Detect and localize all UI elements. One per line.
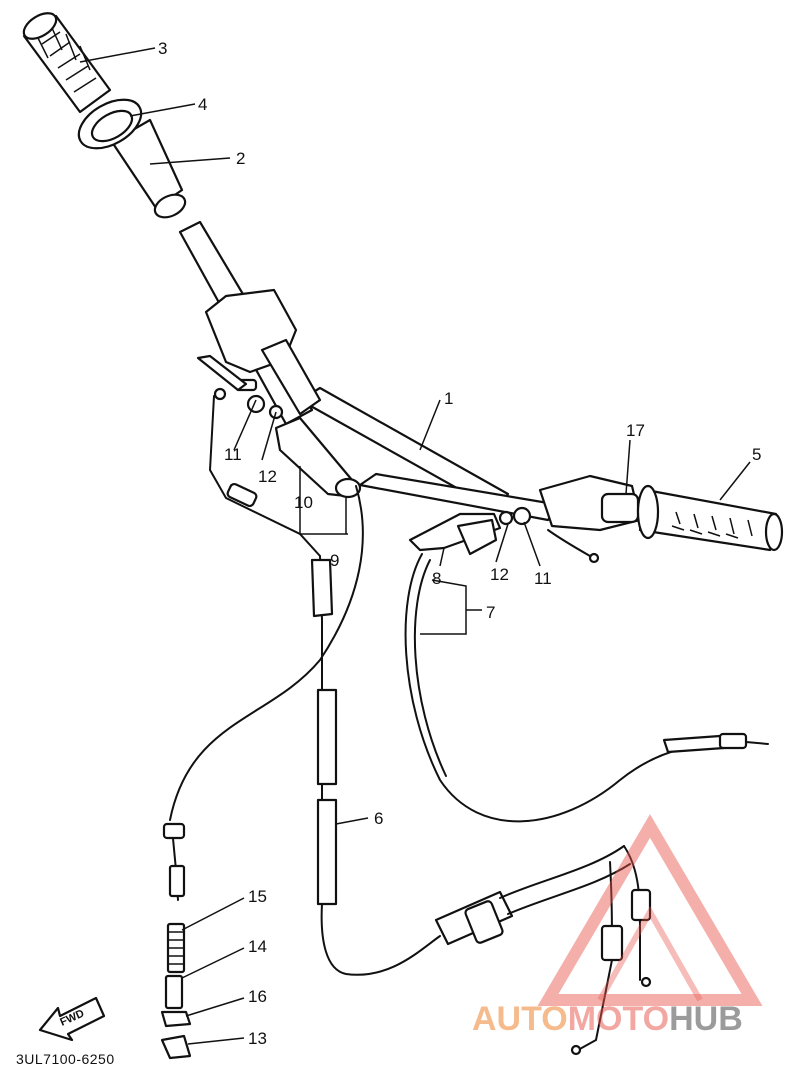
label-11-left: 11 <box>224 445 242 464</box>
watermark: AUTOMOTOHUB <box>472 814 763 1038</box>
grip-collar <box>77 98 143 150</box>
label-11-right: 11 <box>534 569 552 588</box>
label-12-right: 12 <box>490 565 509 584</box>
part-labels: 3 4 2 1 17 5 11 12 10 9 8 12 11 7 6 15 1… <box>158 39 761 1048</box>
label-12-left: 12 <box>258 467 277 486</box>
drawing-code: 3UL7100-6250 <box>16 1051 115 1067</box>
label-9: 9 <box>330 551 339 570</box>
label-5: 5 <box>752 445 761 464</box>
cable-end-parts <box>160 822 192 1060</box>
label-3: 3 <box>158 39 167 58</box>
label-4: 4 <box>198 95 207 114</box>
clutch-cable <box>208 387 338 906</box>
label-13: 13 <box>248 1029 267 1048</box>
right-grip <box>538 474 784 552</box>
fwd-arrow: FWD <box>38 996 106 1042</box>
label-1: 1 <box>444 389 453 408</box>
label-14: 14 <box>248 937 267 956</box>
label-16: 16 <box>248 987 267 1006</box>
leader-lines <box>79 47 751 1045</box>
watermark-text: AUTOMOTOHUB <box>472 1000 743 1038</box>
adjuster-fittings <box>196 354 600 564</box>
handlebar <box>110 118 562 522</box>
clutch-lever-holder <box>274 416 362 499</box>
label-8: 8 <box>432 569 441 588</box>
brake-lever-holder <box>408 512 502 556</box>
throttle-cable <box>169 485 769 1056</box>
label-10: 10 <box>294 493 313 512</box>
label-17: 17 <box>626 421 645 440</box>
label-2: 2 <box>236 149 245 168</box>
left-grip <box>22 12 112 114</box>
label-6: 6 <box>374 809 383 828</box>
label-15: 15 <box>248 887 267 906</box>
label-7: 7 <box>486 603 495 622</box>
